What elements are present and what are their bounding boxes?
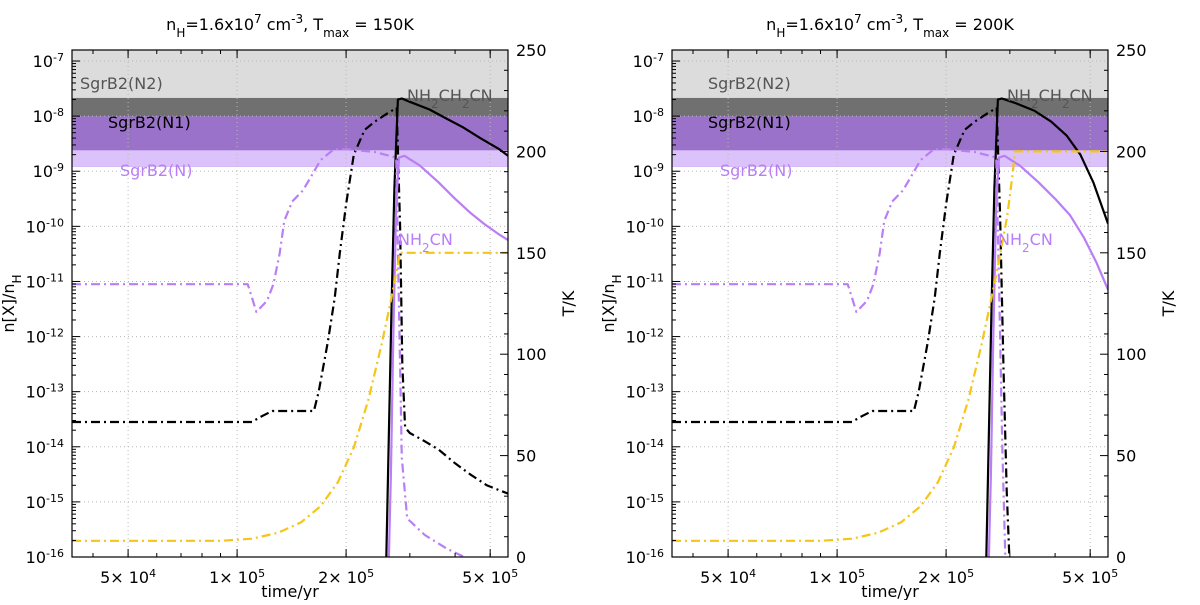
x-tick-label: 1× 105 [809, 567, 865, 588]
y-tick-label: 10-9 [33, 161, 64, 182]
band-label: SgrB2(N1) [708, 113, 791, 132]
y-tick-label: 10-7 [633, 51, 664, 72]
chart-panel-2: 5× 104 1× 105 2× 105 5× 105 10-7 10-8 10-9 10-1… [599, 12, 1178, 601]
x-tick-label: 5× 105 [1062, 567, 1118, 588]
band-label: SgrB2(N) [120, 161, 193, 180]
y-tick-label: 10-7 [33, 51, 64, 72]
y-axis-label: n[X]/nH [0, 274, 24, 332]
series-label: NH2CN [998, 230, 1053, 255]
y-tick-label: 10-11 [626, 271, 664, 292]
y2-tick-label: 0 [1116, 548, 1126, 567]
chart-title: nH=1.6x107 cm-3, Tmax = 150K [166, 12, 414, 40]
y2-tick-label: 0 [516, 548, 526, 567]
series-temperature [672, 150, 1108, 542]
series-label: NH2CH2CN [407, 86, 493, 111]
y-tick-label: 10-8 [633, 106, 664, 127]
y2-tick-label: 150 [1116, 244, 1147, 263]
x-axis-label: time/yr [261, 582, 319, 600]
series-temperature [72, 251, 508, 542]
y-tick-label: 10-13 [26, 381, 64, 402]
series-nh2cn_gas [387, 154, 508, 557]
y2-axis-label: T/K [559, 290, 578, 317]
band-label: SgrB2(N) [720, 161, 793, 180]
x-tick-label: 5× 104 [100, 567, 156, 588]
y-axis-label: n[X]/nH [599, 274, 624, 332]
y-tick-label: 10-12 [626, 326, 664, 347]
y-tick-label: 10-15 [626, 491, 664, 512]
series-nh2ch2cn_ice [672, 106, 1011, 557]
y2-tick-label: 200 [1116, 142, 1147, 161]
y-tick-label: 10-16 [626, 547, 664, 568]
band-label: SgrB2(N1) [108, 113, 191, 132]
x-tick-label: 5× 104 [700, 567, 756, 588]
y-tick-label: 10-13 [626, 381, 664, 402]
y-tick-label: 10-10 [626, 216, 664, 237]
y-tick-label: 10-8 [33, 106, 64, 127]
y2-tick-label: 100 [516, 345, 547, 364]
y2-axis-label: T/K [1159, 290, 1178, 317]
y-tick-label: 10-15 [26, 491, 64, 512]
series-nh2cn_ice [672, 148, 1007, 557]
series-nh2ch2cn_ice [72, 106, 508, 495]
x-tick-label: 5× 105 [462, 567, 518, 588]
series-nh2cn_gas [987, 154, 1108, 557]
y-tick-label: 10-11 [26, 271, 64, 292]
y2-tick-label: 150 [516, 244, 547, 263]
band-SgrB2(N2) [672, 50, 1108, 105]
y2-tick-label: 200 [516, 142, 547, 161]
series-nh2cn_ice [72, 148, 467, 557]
y2-tick-label: 50 [1116, 447, 1136, 466]
chart-title: nH=1.6x107 cm-3, Tmax = 200K [766, 12, 1014, 40]
series-nh2ch2cn_gas [985, 97, 1108, 557]
band-label: SgrB2(N2) [708, 74, 791, 93]
y2-tick-label: 100 [1116, 345, 1147, 364]
series-label: NH2CN [398, 230, 453, 255]
band-label: SgrB2(N2) [80, 74, 163, 93]
y-tick-label: 10-10 [26, 216, 64, 237]
chart-panel-1: 5× 104 1× 105 2× 105 5× 105 10-7 10-8 10-9 10-1… [0, 12, 578, 601]
y-tick-label: 10-12 [26, 326, 64, 347]
y2-tick-label: 250 [516, 41, 547, 60]
x-tick-label: 2× 105 [318, 567, 374, 588]
y-tick-label: 10-9 [633, 161, 664, 182]
x-axis-label: time/yr [861, 582, 919, 600]
y2-tick-label: 50 [516, 447, 536, 466]
x-tick-label: 1× 105 [209, 567, 265, 588]
series-nh2ch2cn_gas [385, 97, 508, 557]
y-tick-label: 10-14 [26, 436, 64, 457]
x-tick-label: 2× 105 [918, 567, 974, 588]
y-tick-label: 10-16 [26, 547, 64, 568]
y2-tick-label: 250 [1116, 41, 1147, 60]
series-label: NH2CH2CN [1007, 86, 1093, 111]
y-tick-label: 10-14 [626, 436, 664, 457]
band-SgrB2(N2) [72, 50, 508, 105]
